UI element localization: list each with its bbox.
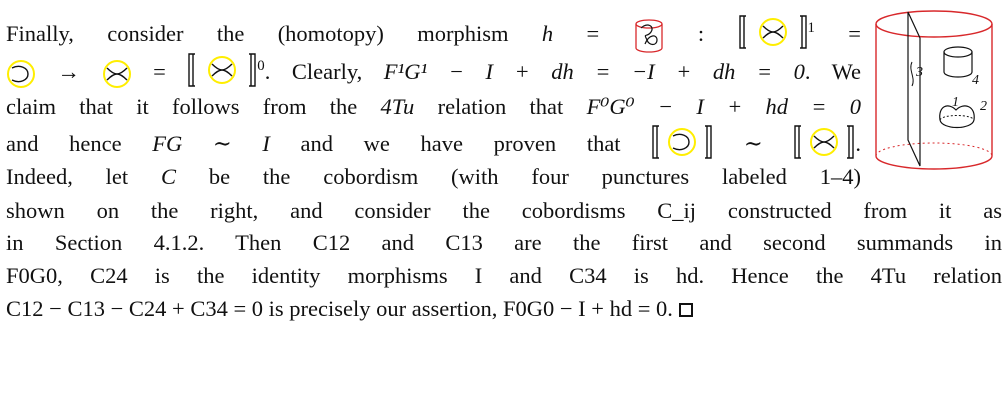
- text-line-8: F0G0, C24 is the identity morphisms I an…: [6, 263, 1002, 288]
- puncture-3-tube: [910, 61, 914, 87]
- superscript: 1: [807, 19, 815, 36]
- text-span: Finally, consider the (homotopy) morphis…: [6, 21, 542, 47]
- text-span: and hence: [6, 131, 153, 157]
- puncture-label-4: 4: [972, 73, 979, 88]
- text-span: . Clearly,: [264, 59, 384, 85]
- text-span: relation that: [414, 94, 587, 119]
- puncture-label-3: 3: [915, 65, 923, 80]
- pants-base-back: [939, 115, 975, 121]
- text-span: .: [855, 131, 861, 157]
- text-line-4: and hence FG ∼ I and we have proven that…: [6, 124, 861, 168]
- text-line-6: shown on the right, and consider the cob…: [6, 198, 1002, 223]
- pants-tube: [939, 105, 975, 121]
- math-expression: F¹G¹ − I + dh = −I + dh = 0: [383, 59, 805, 85]
- homotopy-cylinder-icon: [634, 19, 663, 53]
- math-h: h: [541, 21, 554, 47]
- bracket-smoothing-x-2: [187, 52, 257, 96]
- text-span: =: [814, 21, 861, 47]
- cylinder-top: [875, 10, 993, 38]
- vertical-sheet: [907, 11, 921, 167]
- text-line-5: Indeed, let C be the cobordism (with fou…: [6, 162, 861, 192]
- cylinder-bottom: [875, 155, 993, 170]
- superscript: 0: [257, 57, 265, 74]
- text-span: and we have proven that: [269, 131, 652, 157]
- text-line-3: claim that it follows from the 4Tu relat…: [6, 92, 861, 122]
- bracket-smoothing-x-3: [793, 124, 855, 168]
- pants-base: [939, 119, 975, 129]
- puncture-label-2: 2: [980, 99, 987, 114]
- text-span: ∼: [713, 131, 794, 157]
- text-span: be the cobordism (with four punctures la…: [176, 164, 861, 189]
- text-span: claim that it follows from the: [6, 94, 381, 119]
- bracket-smoothing-x: [738, 14, 808, 58]
- text-span: =: [131, 59, 188, 85]
- math-4tu: 4Tu: [380, 94, 415, 119]
- text-span: :: [664, 21, 738, 47]
- text-line-7: in Section 4.1.2. Then C12 and C13 are t…: [6, 230, 1002, 255]
- tube-4-bottom: [943, 71, 973, 78]
- cylinder-bottom-back: [875, 142, 993, 157]
- smoothing-x-icon: [102, 60, 131, 88]
- puncture-label-1: 1: [952, 95, 959, 110]
- tube-4-top: [943, 46, 973, 58]
- math-expression: FG ∼ I: [152, 131, 270, 157]
- cobordism-figure: 4 3 1 2: [875, 10, 993, 170]
- text-span: →: [36, 59, 102, 85]
- text-line-9: C12 − C13 − C24 + C34 = 0 is precisely o…: [6, 294, 1002, 324]
- text-span: Indeed, let: [6, 164, 161, 189]
- math-c: C: [160, 164, 176, 189]
- text-span: . We: [804, 59, 862, 85]
- smoothing-circle-icon: [7, 60, 35, 88]
- text-line-1: Finally, consider the (homotopy) morphis…: [6, 14, 861, 58]
- text-span: =: [553, 21, 633, 47]
- text-line-2: → = 0. Clearly, F¹G¹ − I + dh = −I + dh …: [6, 52, 861, 96]
- text-span: C12 − C13 − C24 + C34 = 0 is precisely o…: [6, 296, 673, 321]
- bracket-smoothing-circle: [651, 124, 713, 168]
- qed-square-icon: [678, 303, 693, 317]
- math-expression: F⁰G⁰ − I + hd = 0: [586, 94, 861, 119]
